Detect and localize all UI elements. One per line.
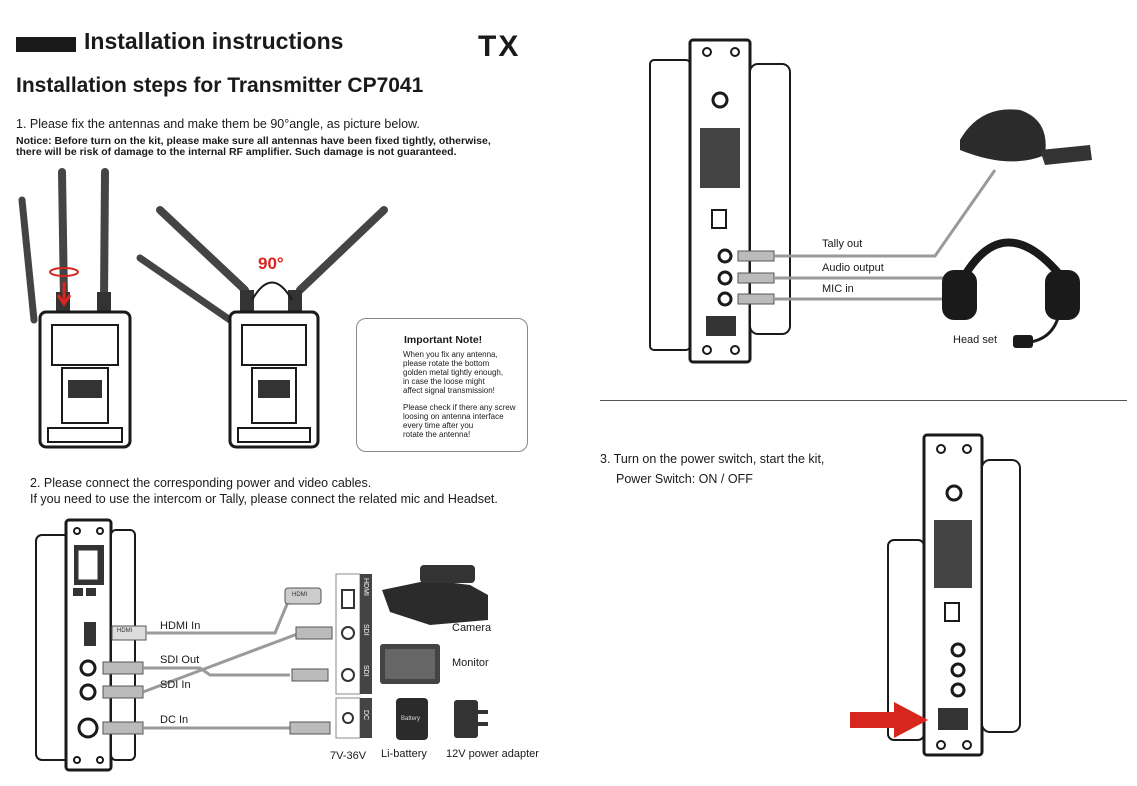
important-note-title: Important Note! <box>404 334 483 346</box>
note-p2-line: loosing on antenna interface <box>403 412 504 421</box>
step1-notice: Notice: Before turn on the kit, please m… <box>16 136 536 158</box>
important-note-box <box>356 318 528 452</box>
note-p2-line: every time after you <box>403 421 474 430</box>
tx-unit-angled-antennas <box>136 206 388 449</box>
tx-side-view-top <box>649 38 1092 364</box>
step2-line2: If you need to use the intercom or Tally… <box>30 492 498 506</box>
note-p1-line: golden metal tightly enough, <box>403 368 504 377</box>
hdmi-plug-label-2: HDMI <box>292 592 308 598</box>
note-p1-line: When you fix any antenna, <box>403 350 498 359</box>
panel-tag-dc: DC <box>362 710 369 721</box>
tx-badge: TX <box>478 30 521 63</box>
step3-line1: 3. Turn on the power switch, start the k… <box>600 452 825 466</box>
audio-output-label: Audio output <box>822 262 884 274</box>
note-p1-line: please rotate the bottom <box>403 359 490 368</box>
mic-in-label: MIC in <box>822 283 854 295</box>
tx-side-view-power <box>850 433 1021 757</box>
section-divider <box>600 400 1127 401</box>
note-p2-line: rotate the antenna! <box>403 430 471 439</box>
page-title: Installation instructions <box>84 28 344 54</box>
tx-side-view-bottom <box>35 518 488 772</box>
voltage-label: 7V-36V <box>330 750 367 762</box>
hdmi-plug-label: HDMI <box>117 628 133 634</box>
camera-label: Camera <box>452 622 492 634</box>
note-p1-line: in case the loose might <box>403 377 485 386</box>
header-bar <box>16 37 76 52</box>
battery-label: Battery <box>401 716 421 722</box>
red-arrow-icon <box>850 702 928 738</box>
tx-unit-vertical-antennas <box>18 168 132 449</box>
note-p1-line: affect signal transmission! <box>403 386 495 395</box>
panel-tag-sdi-2: SDI <box>362 665 369 677</box>
head-set-label: Head set <box>953 334 998 346</box>
note-p2-line: Please check if there any screw <box>403 403 516 412</box>
sdi-in-label: SDI In <box>160 679 191 691</box>
step3-line2: Power Switch: ON / OFF <box>616 472 753 486</box>
notice-line-1: Notice: Before turn on the kit, please m… <box>16 135 491 147</box>
notice-line-2: there will be risk of damage to the inte… <box>16 146 457 158</box>
panel-tag-hdmi: HDMI <box>362 578 369 596</box>
sdi-out-label: SDI Out <box>160 654 200 666</box>
panel-tag-sdi-1: SDI <box>362 624 369 636</box>
step2-line1: 2. Please connect the corresponding powe… <box>30 476 372 490</box>
monitor-label: Monitor <box>452 657 489 669</box>
li-battery-label: Li-battery <box>381 748 427 760</box>
page-subtitle: Installation steps for Transmitter CP704… <box>16 74 424 97</box>
dc-in-label: DC In <box>160 714 189 726</box>
step1-text: 1. Please fix the antennas and make them… <box>16 117 420 131</box>
hdmi-in-label: HDMI In <box>160 620 201 632</box>
angle-label: 90° <box>258 254 284 273</box>
important-note-para2: Please check if there any screw loosing … <box>403 403 521 439</box>
important-note-para1: When you fix any antenna, please rotate … <box>403 350 521 395</box>
adapter-label: 12V power adapter <box>446 748 539 760</box>
tally-out-label: Tally out <box>822 238 863 250</box>
